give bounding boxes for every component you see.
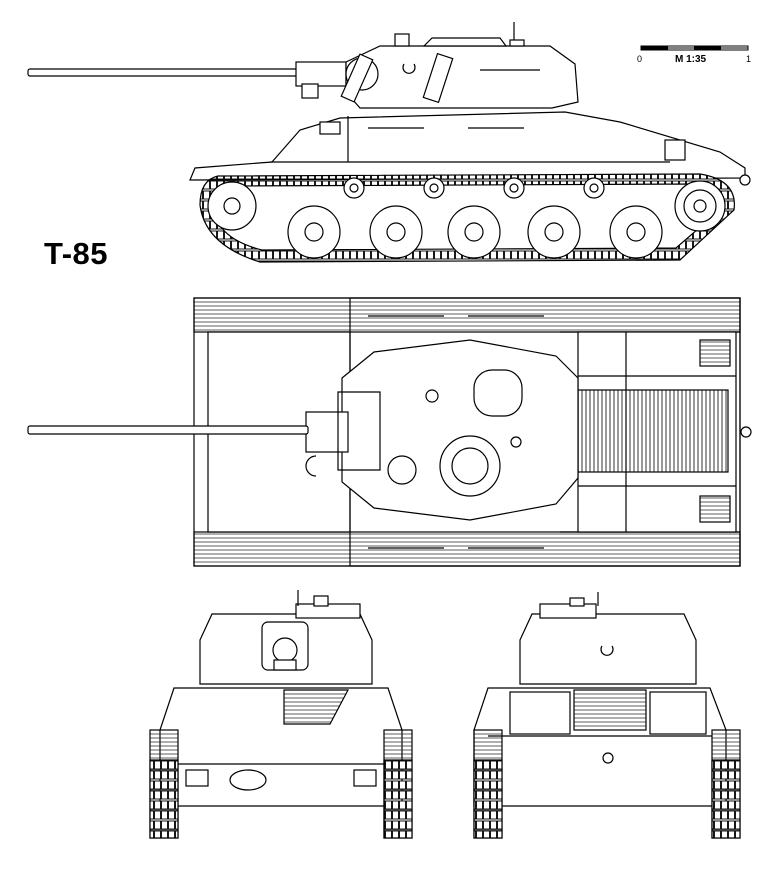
rear-hull — [473, 687, 727, 807]
side-view — [27, 22, 751, 263]
front-tracks — [149, 729, 413, 839]
rear-turret — [519, 592, 697, 685]
front-turret — [199, 590, 373, 685]
front-hull — [159, 687, 403, 807]
side-road-wheels — [287, 205, 663, 259]
scale-end: 1 — [746, 54, 751, 64]
top-gun-barrel — [27, 425, 309, 435]
vehicle-title: T-85 — [44, 236, 109, 271]
side-turret — [340, 22, 579, 109]
top-turret — [305, 339, 579, 521]
scale-label: M 1:35 — [675, 54, 707, 65]
top-engine-deck — [577, 331, 752, 533]
scale-bar: 0 M 1:35 1 — [637, 45, 751, 65]
rear-tracks — [473, 729, 741, 839]
side-return-rollers — [343, 177, 605, 199]
side-idler-wheel — [207, 181, 257, 231]
rear-view — [473, 592, 741, 839]
scale-start: 0 — [637, 54, 642, 64]
side-drive-sprocket — [674, 180, 726, 232]
top-view — [27, 297, 752, 567]
side-gun-barrel — [27, 61, 347, 99]
side-hull — [189, 111, 751, 186]
front-view — [149, 590, 413, 839]
